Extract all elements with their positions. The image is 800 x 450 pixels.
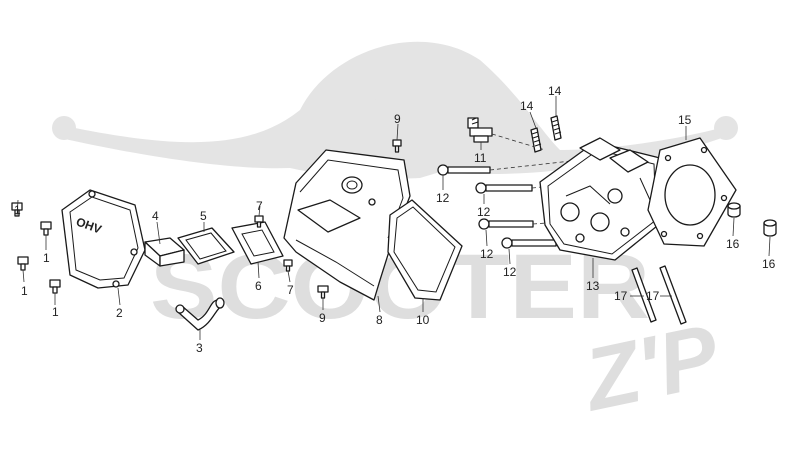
bolt-part-1-c xyxy=(17,256,29,271)
stud-part-14-b xyxy=(550,115,562,141)
callout-16-b: 16 xyxy=(762,257,776,271)
callout-15: 15 xyxy=(678,113,692,127)
bolt-part-1-d xyxy=(49,279,61,294)
spark-plug-part-11 xyxy=(467,117,493,143)
valve-cover-part-2: OHV xyxy=(61,189,146,289)
plate-part-6 xyxy=(231,221,284,265)
shroud-part-8 xyxy=(283,149,411,301)
callout-17-a: 17 xyxy=(614,289,628,303)
dowel-part-16-b xyxy=(763,219,777,237)
block-part-4 xyxy=(144,237,185,267)
screw-part-9-b xyxy=(317,285,329,299)
callout-12-d: 12 xyxy=(503,265,517,279)
callout-9-b: 9 xyxy=(319,311,326,325)
callout-8: 8 xyxy=(376,313,383,327)
long-stud-part-17-a xyxy=(631,267,657,323)
head-gasket-part-15 xyxy=(647,137,737,247)
gasket-part-10 xyxy=(387,199,463,301)
callout-labels: 1 1 1 1 2 3 4 5 6 7 7 8 9 9 10 11 12 12 … xyxy=(14,84,776,355)
callout-1-b: 1 xyxy=(43,251,50,265)
callout-12-c: 12 xyxy=(480,247,494,261)
bolt-part-1-b xyxy=(40,221,52,236)
callout-6: 6 xyxy=(255,279,262,293)
callout-1-c: 1 xyxy=(21,284,28,298)
dowel-part-16-a xyxy=(727,202,741,218)
callout-11: 11 xyxy=(474,151,487,165)
alignment-line-1 xyxy=(489,159,581,171)
head-bolt-part-12-a xyxy=(437,164,491,176)
callout-1-d: 1 xyxy=(52,305,59,319)
callout-12-b: 12 xyxy=(477,205,491,219)
cylinder-head-part-13 xyxy=(539,137,663,261)
watermark-logo xyxy=(52,41,738,179)
callout-14-b: 14 xyxy=(548,84,562,98)
stud-part-14-a xyxy=(530,127,542,153)
callout-10: 10 xyxy=(416,313,430,327)
head-bolt-part-12-d xyxy=(501,237,557,249)
gasket-part-5 xyxy=(177,227,235,265)
callout-7-b: 7 xyxy=(287,283,294,297)
callout-17-b: 17 xyxy=(646,289,660,303)
callout-9-a: 9 xyxy=(394,112,401,126)
callout-14-a: 14 xyxy=(520,99,534,113)
callout-7-a: 7 xyxy=(256,199,263,213)
head-bolt-part-12-b xyxy=(475,182,533,194)
callout-13: 13 xyxy=(586,279,600,293)
callout-2: 2 xyxy=(116,306,123,320)
callout-12-a: 12 xyxy=(436,191,450,205)
callout-4: 4 xyxy=(152,209,159,223)
callout-1-a: 1 xyxy=(14,203,21,217)
callout-3: 3 xyxy=(196,341,203,355)
screw-part-9-a xyxy=(392,139,402,153)
leader-lines xyxy=(16,96,771,340)
breather-tube-part-3 xyxy=(175,297,225,331)
long-stud-part-17-b xyxy=(659,265,687,325)
head-bolt-part-12-c xyxy=(478,218,534,230)
alignment-line-5 xyxy=(491,133,546,151)
callout-5: 5 xyxy=(200,209,207,223)
callout-16-a: 16 xyxy=(726,237,740,251)
